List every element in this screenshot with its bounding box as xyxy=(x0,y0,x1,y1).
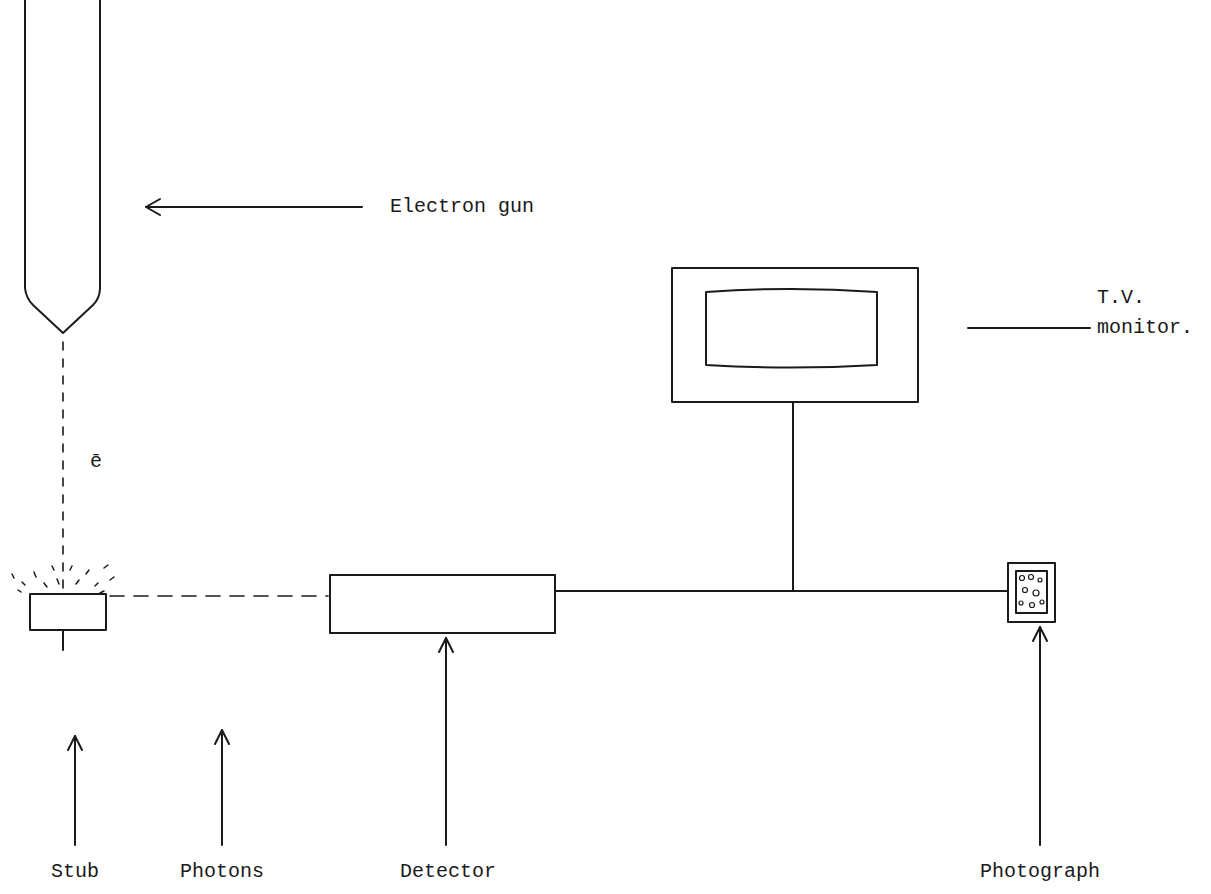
electron-beam xyxy=(62,342,64,592)
signal-wire xyxy=(555,590,1008,592)
part-label: Photograph xyxy=(980,857,1100,887)
part-label: T.V. monitor. xyxy=(1097,283,1207,343)
photo-specks xyxy=(1019,575,1044,608)
detector xyxy=(330,575,555,633)
monitor-screen xyxy=(706,289,877,368)
stub xyxy=(30,594,106,630)
leader-arrow xyxy=(146,206,362,208)
part-label: Electron gun xyxy=(390,192,534,222)
electron-gun xyxy=(25,0,100,333)
part-label: Detector xyxy=(400,857,496,887)
leader-line xyxy=(968,327,1090,329)
photon-path xyxy=(110,595,328,597)
part-label: Stub xyxy=(51,857,99,887)
scatter-marks xyxy=(12,565,114,593)
photograph xyxy=(1008,563,1055,622)
tv-monitor xyxy=(672,268,918,402)
stub-post xyxy=(62,630,64,650)
symbol-label: ē xyxy=(90,447,102,477)
photo-print xyxy=(1016,571,1047,613)
pointer-arrows xyxy=(68,627,1047,845)
part-label: Photons xyxy=(180,857,264,887)
signal-wire xyxy=(792,402,794,591)
arrow-head xyxy=(146,199,160,215)
